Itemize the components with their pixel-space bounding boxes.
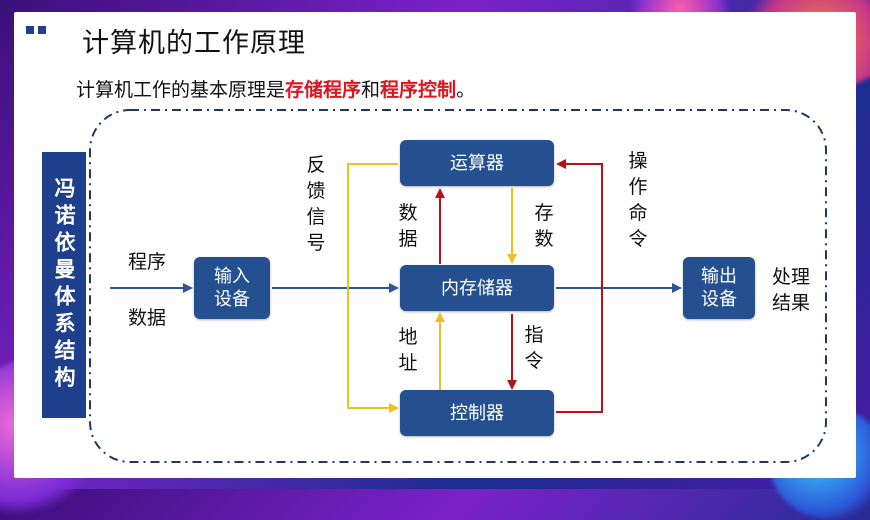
subtitle-suffix: 。 <box>456 79 476 101</box>
subtitle-highlight-stored-program: 存储程序 <box>285 79 362 101</box>
label-operation-command: 操 作 命 令 <box>628 150 648 250</box>
slide-title: 计算机的工作原理 <box>82 28 306 59</box>
label-processing-result: 处理 结果 <box>772 266 811 314</box>
memory-node: 内存储器 <box>400 265 554 311</box>
title-bullet-square <box>26 26 34 34</box>
label-program: 程序 <box>128 251 167 273</box>
subtitle-prefix: 计算机工作的基本原理是 <box>76 79 286 101</box>
input-device-node: 输入 设备 <box>194 257 270 319</box>
slide-card: 计算机的工作原理 计算机工作的基本原理是存储程序和程序控制。 <box>14 12 856 478</box>
subtitle-highlight-program-control: 程序控制 <box>380 79 457 101</box>
controller-node: 控制器 <box>400 390 554 436</box>
label-feedback-signal: 反 馈 信 号 <box>306 154 326 254</box>
label-store: 存 数 <box>534 202 554 250</box>
title-bullet-square <box>38 26 46 34</box>
diagram-lines <box>89 109 827 463</box>
von-neumann-banner: 冯诺依曼体系结构 <box>42 152 86 418</box>
label-instruction: 指 令 <box>524 324 544 372</box>
arrow-feedback-signal <box>347 163 399 413</box>
label-address: 地 址 <box>398 326 418 374</box>
arrow-operation-command <box>556 159 603 413</box>
output-device-node: 输出 设备 <box>683 257 755 319</box>
subtitle-connector: 和 <box>361 79 381 101</box>
label-data: 数据 <box>128 307 167 329</box>
system-boundary-frame <box>89 109 827 463</box>
slide-subtitle: 计算机工作的基本原理是存储程序和程序控制。 <box>76 72 475 108</box>
alu-node: 运算器 <box>400 140 554 186</box>
label-data-up: 数 据 <box>398 202 418 250</box>
